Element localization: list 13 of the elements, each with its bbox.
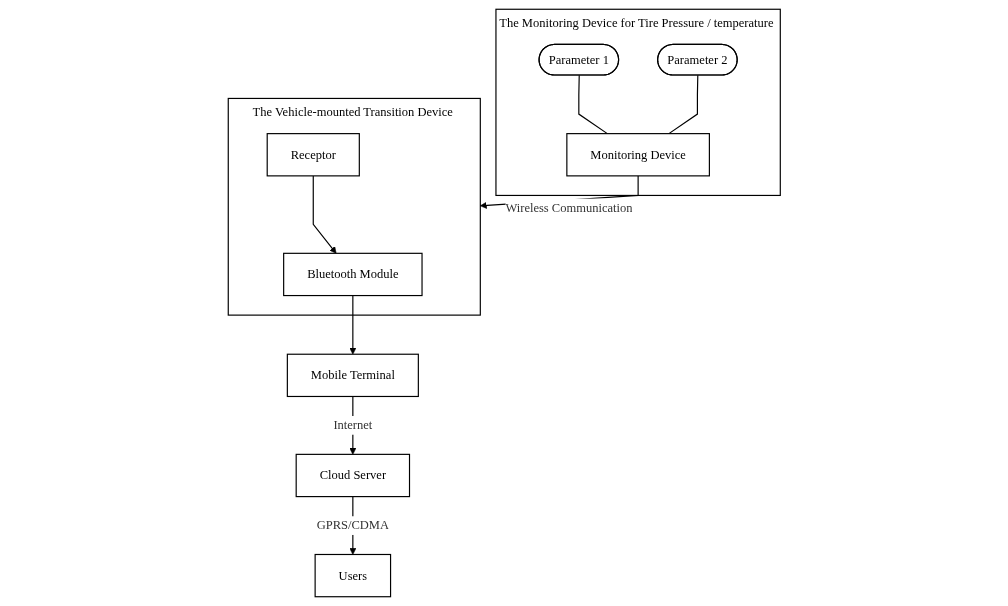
node-box: Monitoring Device — [566, 133, 710, 177]
node-box: Bluetooth Module — [282, 252, 423, 297]
connector — [577, 74, 608, 135]
connector — [668, 74, 699, 135]
node-box: Users — [314, 553, 391, 598]
node-box: Receptor — [266, 133, 360, 177]
edge-label: Wireless Communication — [505, 200, 633, 215]
edge-label: Internet — [333, 418, 373, 432]
arrow — [312, 175, 337, 254]
node-box: Mobile Terminal — [286, 353, 419, 398]
node-box: Cloud Server — [295, 453, 410, 498]
edge-label: GPRS/CDMA — [316, 518, 389, 532]
arrow — [349, 294, 356, 355]
